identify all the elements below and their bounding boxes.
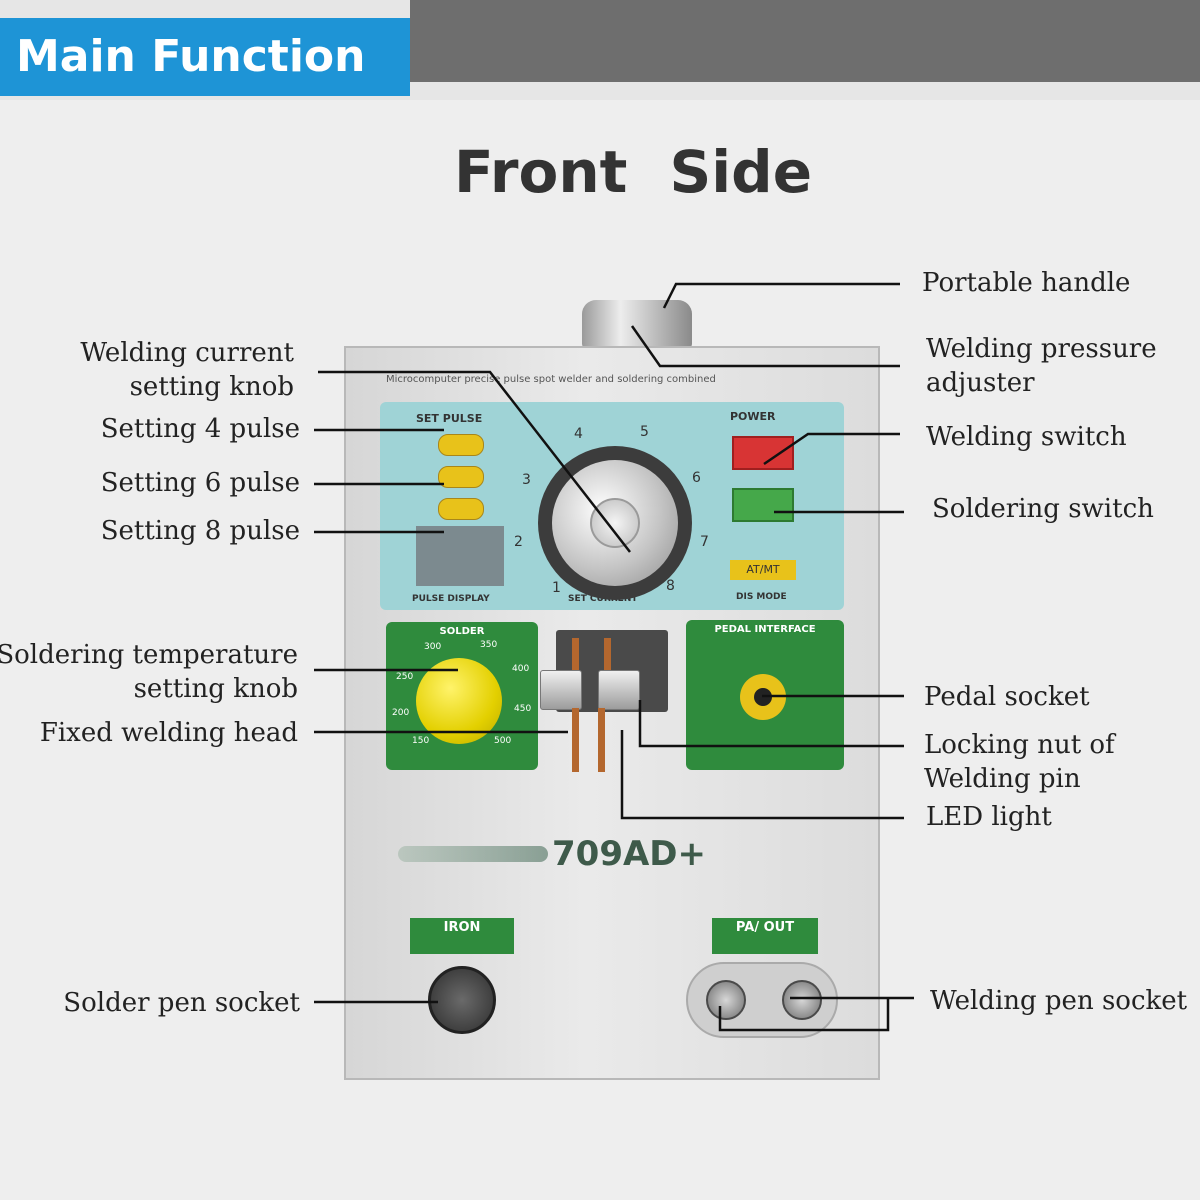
banner-gray-strip [410,0,1200,82]
portable-handle [582,300,692,348]
locking-nut-right[interactable] [598,670,640,710]
callout-welding-head: Fixed welding head [39,718,298,748]
line-led [620,730,904,820]
pedal-interface-label: PEDAL INTERFACE [714,624,816,635]
callout-soldering-switch: Soldering switch [932,494,1154,524]
model-name: 709AD+ [552,834,706,874]
solder-label: SOLDER [439,626,485,637]
pulse-8-button[interactable] [438,498,484,520]
callout-solder-pen-socket: Solder pen socket [63,988,300,1018]
welding-pen-socket-right[interactable] [782,980,822,1020]
at-mt-button[interactable]: AT/MT [730,560,796,580]
iron-tag: IRON [410,918,514,954]
power-label: POWER [730,410,776,423]
top-banner: Main Function [0,0,1200,100]
welding-current-knob-cap [590,498,640,548]
line-locking-nut [638,700,904,748]
line-pressure [630,325,900,368]
solder-scale-500: 500 [494,736,512,746]
pulse-6-button[interactable] [438,466,484,488]
welding-switch[interactable] [732,436,794,470]
line-handle [662,282,900,309]
solder-scale-450: 450 [514,704,532,714]
locking-nut-left[interactable] [540,670,582,710]
dial-number-4: 4 [574,426,583,442]
pulse-display [416,526,504,586]
welding-pen-socket-left[interactable] [706,980,746,1020]
callout-pulse-4: Setting 4 pulse [100,414,300,444]
soldering-temperature-knob[interactable] [416,658,502,744]
dial-number-7: 7 [700,534,709,550]
brand-logo [398,846,548,862]
dial-number-3: 3 [522,472,531,488]
pulse-4-button[interactable] [438,434,484,456]
dial-number-6: 6 [692,470,701,486]
solder-pen-socket[interactable] [428,966,496,1034]
dial-number-1: 1 [552,580,561,596]
pulse-display-label: PULSE DISPLAY [412,594,490,604]
welding-pin-left-top [572,638,579,674]
callout-pulse-6: Setting 6 pulse [100,468,300,498]
callout-pedal-socket: Pedal socket [924,682,1090,712]
device-tagline: Microcomputer precise pulse spot welder … [386,374,716,385]
soldering-switch[interactable] [732,488,794,522]
solder-scale-250: 250 [396,672,414,682]
solder-scale-300: 300 [424,642,442,652]
line-pen-socket-b [718,998,890,1032]
line-welding-current [318,370,631,553]
line-welding-switch [763,432,900,466]
callout-welding-switch: Welding switch [926,422,1127,452]
welding-pin-left [572,708,579,772]
set-pulse-label: SET PULSE [416,412,483,425]
solder-scale-200: 200 [392,708,410,718]
pa-out-tag: PA/ OUT [712,918,818,954]
page-heading: Front Side [453,138,813,206]
callout-led: LED light [926,802,1052,832]
solder-scale-150: 150 [412,736,430,746]
callout-pulse-8: Setting 8 pulse [100,516,300,546]
welding-pin-right [598,708,605,772]
dial-number-5: 5 [640,424,649,440]
dis-mode-label: DIS MODE [736,592,787,602]
callout-pen-socket: Welding pen socket [930,986,1188,1016]
dial-number-8: 8 [666,578,675,594]
welding-pin-right-top [604,638,611,674]
banner-title: Main Function [0,18,410,96]
solder-scale-400: 400 [512,664,530,674]
solder-scale-350: 350 [480,640,498,650]
dial-number-2: 2 [514,534,523,550]
callout-handle: Portable handle [922,268,1131,298]
